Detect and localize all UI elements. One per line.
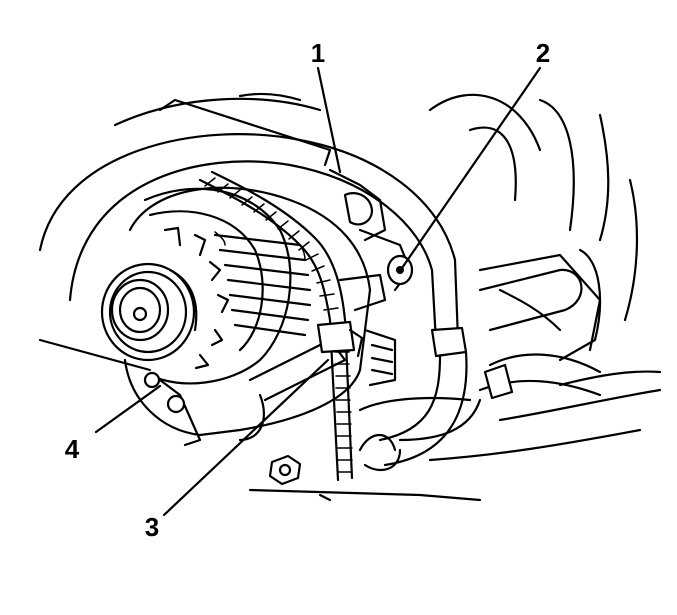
engine-background — [38, 92, 662, 502]
wiring-harness — [198, 170, 364, 482]
leader-lines — [94, 66, 542, 517]
heater-hoses — [358, 268, 602, 472]
coolant-hose — [38, 133, 468, 467]
callout-2: 2 — [536, 38, 550, 68]
callout-4: 4 — [65, 434, 80, 464]
pulley — [100, 262, 198, 362]
callout-3: 3 — [145, 512, 159, 542]
callout-1: 1 — [311, 38, 325, 68]
mount-bolt — [268, 454, 302, 486]
